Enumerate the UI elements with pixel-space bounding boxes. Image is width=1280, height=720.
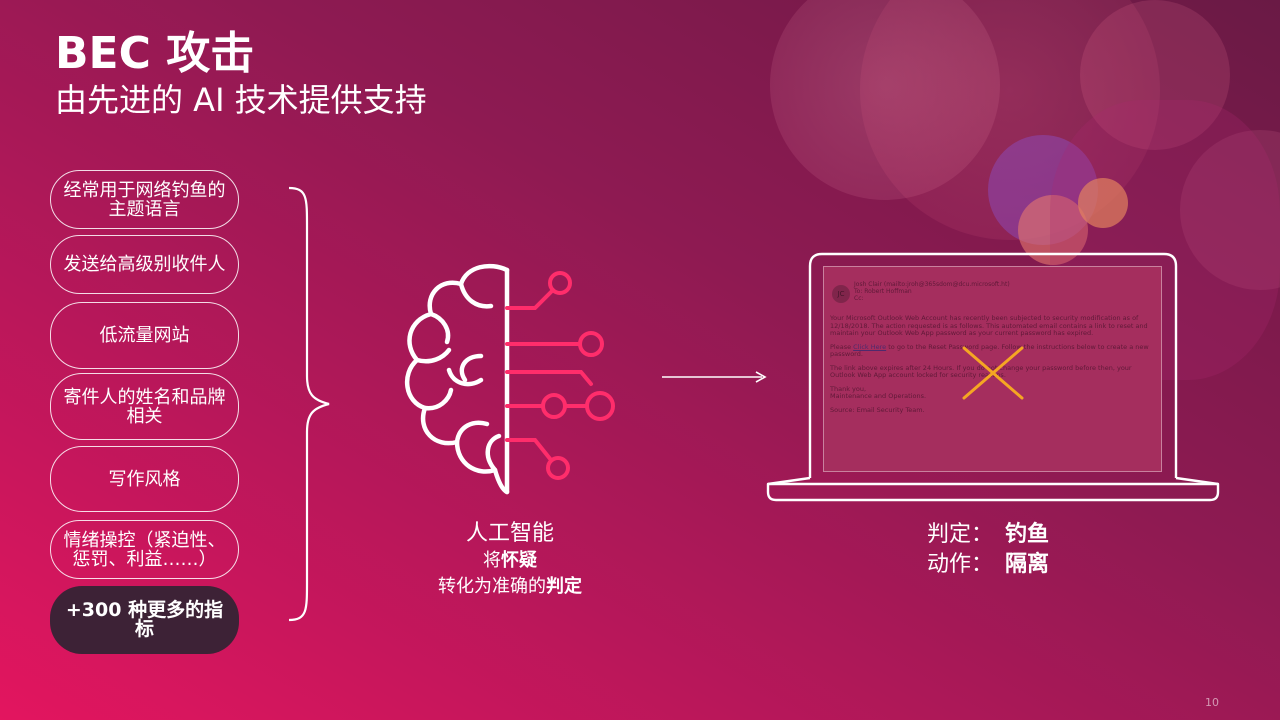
ai-heading: 人工智能 bbox=[465, 521, 554, 546]
factor-label: 经常用于网络钓鱼的主题语言 bbox=[63, 179, 226, 220]
email-meta: Josh Clair (mailto:jroh@365sdom@dcu.micr… bbox=[854, 281, 1084, 302]
ai-line3-bold: 判定 bbox=[546, 576, 582, 597]
ai-caption: 人工智能 将怀疑 转化为准确的判定 bbox=[400, 520, 620, 600]
action-row: 动作： 隔离 bbox=[927, 550, 1049, 580]
email-from: Josh Clair (mailto:jroh@365sdom@dcu.micr… bbox=[854, 281, 1010, 288]
bokeh-decoration bbox=[1078, 178, 1128, 228]
email-cc: Cc: bbox=[854, 295, 864, 302]
action-label: 动作： bbox=[927, 552, 994, 577]
page-number: 10 bbox=[1205, 696, 1219, 709]
email-paragraph: The link above expires after 24 Hours. I… bbox=[830, 363, 1132, 379]
ai-brain-icon bbox=[404, 263, 615, 495]
laptop-icon bbox=[766, 252, 1220, 502]
factor-pill-more: +300 种更多的指标 bbox=[50, 586, 239, 654]
email-paragraph: Your Microsoft Outlook Web Account has r… bbox=[830, 314, 1148, 337]
email-paragraph: Source: Email Security Team. bbox=[830, 405, 925, 414]
factor-pill: 情绪操控（紧迫性、惩罚、利益……） bbox=[50, 520, 239, 579]
ai-line2: 将怀疑 bbox=[400, 548, 620, 574]
factor-label: 发送给高级别收件人 bbox=[63, 254, 226, 275]
email-text: Thank you, bbox=[830, 384, 867, 393]
x-mark-icon bbox=[962, 346, 1024, 400]
factor-pill: 写作风格 bbox=[50, 446, 239, 512]
verdict-label: 判定： bbox=[927, 522, 994, 547]
bokeh-decoration bbox=[770, 0, 1000, 200]
slide-title: BEC 攻击 bbox=[55, 28, 255, 79]
ai-line3-prefix: 转化为准确的 bbox=[438, 576, 546, 597]
factor-label: +300 种更多的指标 bbox=[65, 599, 224, 640]
email-preview: JC Josh Clair (mailto:jroh@365sdom@dcu.m… bbox=[823, 266, 1162, 472]
email-to: To: Robert Hoffman bbox=[854, 288, 912, 295]
verdict-value: 钓鱼 bbox=[1005, 522, 1050, 547]
email-body: Your Microsoft Outlook Web Account has r… bbox=[830, 314, 1156, 420]
factor-label: 寄件人的姓名和品牌相关 bbox=[63, 386, 226, 427]
verdict-block: 判定： 钓鱼 动作： 隔离 bbox=[927, 520, 1049, 580]
phishing-link[interactable]: Click Here bbox=[853, 342, 887, 351]
factor-label: 情绪操控（紧迫性、惩罚、利益……） bbox=[63, 529, 226, 570]
ai-line2-prefix: 将 bbox=[483, 550, 501, 571]
factor-label: 低流量网站 bbox=[99, 325, 190, 346]
bokeh-decoration bbox=[1080, 0, 1230, 150]
right-arrow-icon bbox=[662, 371, 767, 383]
verdict-row: 判定： 钓鱼 bbox=[927, 520, 1049, 550]
action-value: 隔离 bbox=[1005, 552, 1050, 577]
factor-pill: 低流量网站 bbox=[50, 302, 239, 369]
bokeh-decoration bbox=[988, 135, 1098, 245]
email-paragraph: Please Click Here to go to the Reset Pas… bbox=[830, 342, 1156, 359]
email-paragraph: Thank you,Maintenance and Operations. bbox=[830, 384, 1156, 401]
curly-brace-icon bbox=[288, 186, 330, 622]
sender-avatar: JC bbox=[832, 285, 850, 303]
factor-pill: 发送给高级别收件人 bbox=[50, 235, 239, 294]
slide-subtitle: 由先进的 AI 技术提供支持 bbox=[55, 81, 427, 119]
email-text: to go to the Reset Password page. Follow… bbox=[830, 342, 1149, 358]
ai-line2-bold: 怀疑 bbox=[501, 550, 537, 571]
factor-label: 写作风格 bbox=[108, 468, 181, 490]
bokeh-decoration bbox=[860, 0, 1160, 240]
email-text: Please bbox=[830, 342, 854, 351]
email-text: Maintenance and Operations. bbox=[830, 392, 927, 400]
factor-pill: 寄件人的姓名和品牌相关 bbox=[50, 373, 239, 440]
factor-pill: 经常用于网络钓鱼的主题语言 bbox=[50, 170, 239, 229]
ai-line3: 转化为准确的判定 bbox=[400, 574, 620, 600]
email-header: JC Josh Clair (mailto:jroh@365sdom@dcu.m… bbox=[828, 281, 1158, 309]
